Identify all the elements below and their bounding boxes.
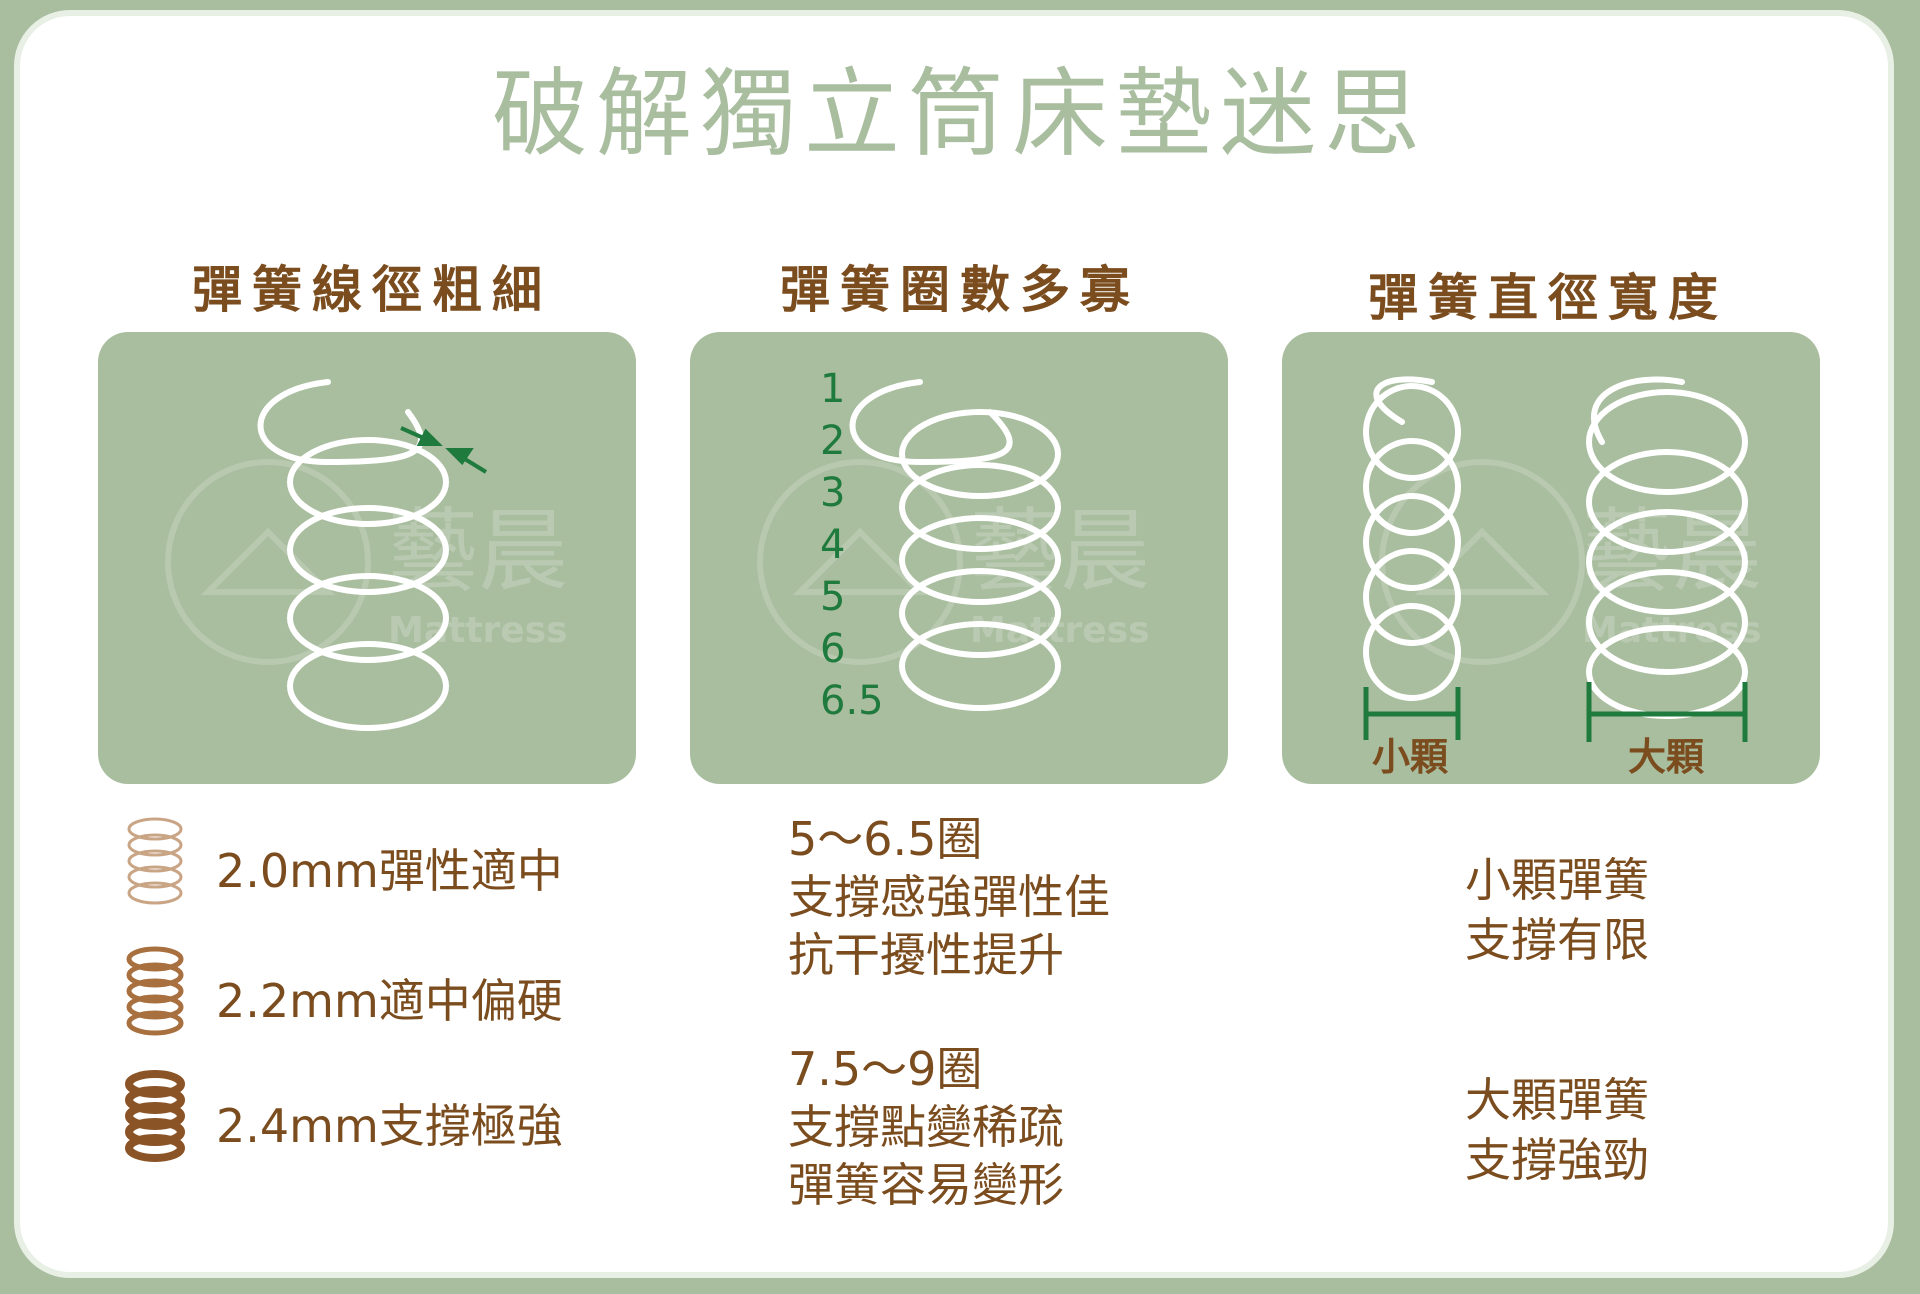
width-bracket-large	[1586, 682, 1748, 742]
coil-number: 5	[820, 574, 845, 620]
heading-spring-diameter: 彈簧直徑寬度	[1368, 269, 1728, 327]
coil-number: 3	[820, 470, 845, 516]
diameter-note-small: 小顆彈簧 支撐有限	[1465, 850, 1649, 970]
note-line: 支撐感強彈性佳	[788, 870, 1110, 924]
coil-number: 2	[820, 418, 845, 464]
note-line: 支撐有限	[1465, 913, 1649, 967]
small-size-label: 小顆	[1372, 735, 1448, 779]
coil-note-5-6: 5～6.5圈 支撐感強彈性佳 抗干擾性提升	[788, 810, 1110, 984]
thin-spring-icon	[127, 817, 183, 905]
large-size-label: 大顆	[1628, 735, 1704, 779]
coil-number-list: 1 2 3 4 5 6 6.5	[820, 366, 884, 724]
spring-icon	[849, 379, 1061, 711]
watermark-logo	[1379, 459, 1585, 665]
panel-wire-gauge: 藝晨 Mattress	[98, 332, 636, 784]
note-line: 小顆彈簧	[1465, 853, 1649, 907]
note-line: 抗干擾性提升	[788, 928, 1064, 982]
note-line: 彈簧容易變形	[788, 1158, 1064, 1212]
spring-diameter-illustration: 藝晨 Mattress 小顆 大顆	[1363, 376, 1762, 779]
spring-icon	[257, 379, 449, 731]
coil-number: 6.5	[820, 678, 884, 724]
width-bracket-small	[1363, 687, 1461, 740]
coil-note-7-9: 7.5～9圈 支撐點變稀疏 彈簧容易變形	[788, 1040, 1064, 1214]
coil-number: 6	[820, 626, 845, 672]
note-line: 支撐點變稀疏	[788, 1100, 1064, 1154]
wire-gauge-illustration: 藝晨 Mattress	[165, 379, 568, 731]
watermark-cn: 藝晨	[970, 499, 1150, 604]
medium-spring-icon	[126, 946, 184, 1036]
diameter-note-large: 大顆彈簧 支撐強勁	[1465, 1070, 1649, 1190]
page-title: 破解獨立筒床墊迷思	[492, 58, 1428, 170]
panel-spring-diameter: 藝晨 Mattress 小顆 大顆	[1282, 332, 1820, 784]
gauge-label: 2.2mm適中偏硬	[216, 974, 563, 1028]
thick-spring-icon	[125, 1070, 185, 1162]
gauge-label: 2.4mm支撐極強	[216, 1099, 563, 1153]
heading-wire-gauge: 彈簧線徑粗細	[192, 261, 552, 319]
coil-count-illustration: 藝晨 Mattress 1 2 3 4 5 6 6.5	[757, 366, 1150, 724]
note-line: 支撐強勁	[1465, 1133, 1649, 1187]
large-spring-icon	[1586, 376, 1748, 719]
small-spring-icon	[1363, 376, 1461, 701]
note-head: 5～6.5圈	[788, 812, 983, 866]
note-head: 7.5～9圈	[788, 1042, 983, 1096]
watermark-logo	[757, 459, 963, 665]
note-line: 大顆彈簧	[1465, 1073, 1649, 1127]
gauge-label: 2.0mm彈性適中	[216, 844, 563, 898]
heading-coil-count: 彈簧圈數多寡	[780, 261, 1140, 319]
coil-number: 4	[820, 522, 845, 568]
panel-coil-count: 藝晨 Mattress 1 2 3 4 5 6 6.5	[690, 332, 1228, 784]
watermark-en: Mattress	[388, 610, 568, 651]
coil-number: 1	[820, 366, 845, 412]
thickness-arrows-icon	[400, 426, 488, 474]
watermark-logo	[165, 459, 371, 665]
